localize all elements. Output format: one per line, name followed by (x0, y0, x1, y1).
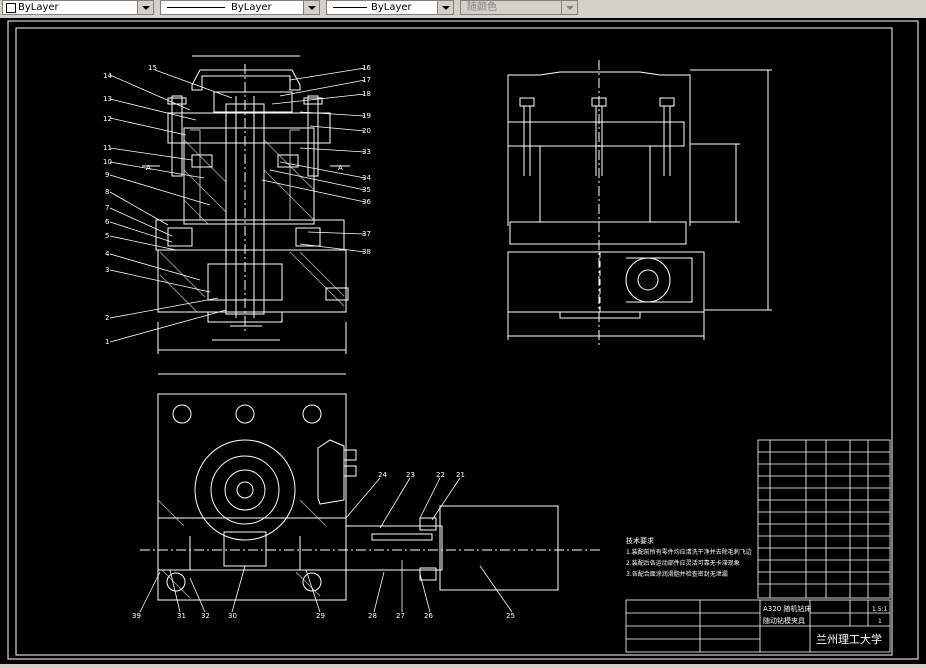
drawing-name: A320 随机钻床 (763, 604, 811, 613)
side-view (507, 60, 772, 345)
balloon-label: 15 (148, 64, 157, 72)
balloon-label: 13 (103, 95, 112, 103)
balloon-label: 27 (396, 612, 405, 620)
balloon-label: 6 (105, 218, 110, 226)
balloon-label: 31 (177, 612, 186, 620)
balloon-label: 37 (362, 230, 371, 238)
sheet-number: 1 (878, 618, 882, 625)
drawing-scale: 1.5:1 (872, 606, 888, 613)
balloon-label: 14 (103, 72, 112, 80)
balloon-label: 2 (105, 314, 109, 322)
balloon-label: 18 (362, 90, 371, 98)
balloon-label: 33 (362, 148, 371, 156)
balloon-label: 23 (406, 471, 415, 479)
balloon-label: 21 (456, 471, 465, 479)
cad-drawing: 14 13 12 11 10 9 8 7 6 5 4 3 2 1 15 16 1… (7, 20, 919, 660)
balloon-label: 30 (228, 612, 237, 620)
drawing-canvas[interactable]: 14 13 12 11 10 9 8 7 6 5 4 3 2 1 15 16 1… (0, 18, 926, 664)
balloon-label: 11 (103, 144, 112, 152)
balloon-label: 26 (424, 612, 433, 620)
balloon-label: 7 (105, 204, 109, 212)
lineweight-dropdown[interactable]: ByLayer (326, 0, 454, 15)
chevron-down-icon (561, 1, 577, 14)
plotstyle-dropdown-value: 随颜色 (467, 2, 497, 13)
tech-requirement-item: 3.各配合面涂润滑脂并检查密封无泄漏 (626, 570, 728, 578)
balloon-label: 10 (103, 158, 112, 166)
linetype-dropdown-value: ByLayer (231, 2, 272, 13)
plan-view (139, 373, 600, 613)
drawing-subname: 随动钻模夹具 (763, 616, 805, 625)
balloon-label: 34 (362, 174, 371, 182)
chevron-down-icon[interactable] (137, 1, 153, 14)
lineweight-preview (333, 7, 367, 8)
balloon-label: 19 (362, 112, 371, 120)
balloon-label: 29 (316, 612, 325, 620)
tech-requirement-item: 1.装配前所有零件均应清洗干净并去除毛刺飞边 (626, 548, 752, 556)
chevron-down-icon[interactable] (303, 1, 319, 14)
balloon-label: 35 (362, 186, 371, 194)
university-name: 兰州理工大学 (816, 632, 882, 646)
balloon-label: 36 (362, 198, 371, 206)
title-block (625, 439, 891, 653)
balloon-label: 38 (362, 248, 371, 256)
linetype-dropdown[interactable]: ByLayer (160, 0, 320, 15)
balloon-label: 22 (436, 471, 445, 479)
balloon-label: 9 (105, 171, 109, 179)
outer-border (7, 20, 919, 660)
balloon-label: 8 (105, 188, 109, 196)
color-dropdown[interactable]: ByLayer (2, 0, 154, 15)
balloon-label: 17 (362, 76, 371, 84)
lineweight-dropdown-value: ByLayer (371, 2, 412, 13)
plotstyle-dropdown: 随颜色 (460, 0, 578, 15)
color-dropdown-value: ByLayer (18, 2, 59, 13)
balloon-label: 25 (506, 612, 515, 620)
balloon-label: 24 (378, 471, 387, 479)
balloon-label: 4 (105, 250, 110, 258)
linetype-preview (167, 7, 225, 8)
balloon-label: 5 (105, 232, 109, 240)
section-mark-right: A (338, 164, 343, 172)
tech-requirements-title: 技术要求 (626, 536, 654, 545)
balloon-label: 1 (105, 338, 109, 346)
drawing-annotations: 14 13 12 11 10 9 8 7 6 5 4 3 2 1 15 16 1… (103, 64, 888, 646)
section-mark-left: A (146, 164, 151, 172)
tech-requirement-item: 2.装配后各运动部件应灵活可靠无卡滞现象 (626, 559, 740, 567)
chevron-down-icon[interactable] (437, 1, 453, 14)
balloon-label: 3 (105, 266, 109, 274)
properties-toolbar: ByLayer ByLayer ByLayer 随颜色 (0, 0, 926, 19)
balloon-label: 32 (201, 612, 210, 620)
color-swatch-icon (6, 3, 16, 13)
balloon-label: 28 (368, 612, 377, 620)
leaders-left (109, 74, 227, 343)
leaders-right (154, 67, 366, 253)
balloon-label: 39 (132, 612, 141, 620)
balloon-label: 16 (362, 64, 371, 72)
drawing-frame (15, 27, 893, 656)
balloon-label: 12 (103, 115, 112, 123)
balloon-label: 20 (362, 127, 371, 135)
front-section-view (142, 55, 350, 354)
